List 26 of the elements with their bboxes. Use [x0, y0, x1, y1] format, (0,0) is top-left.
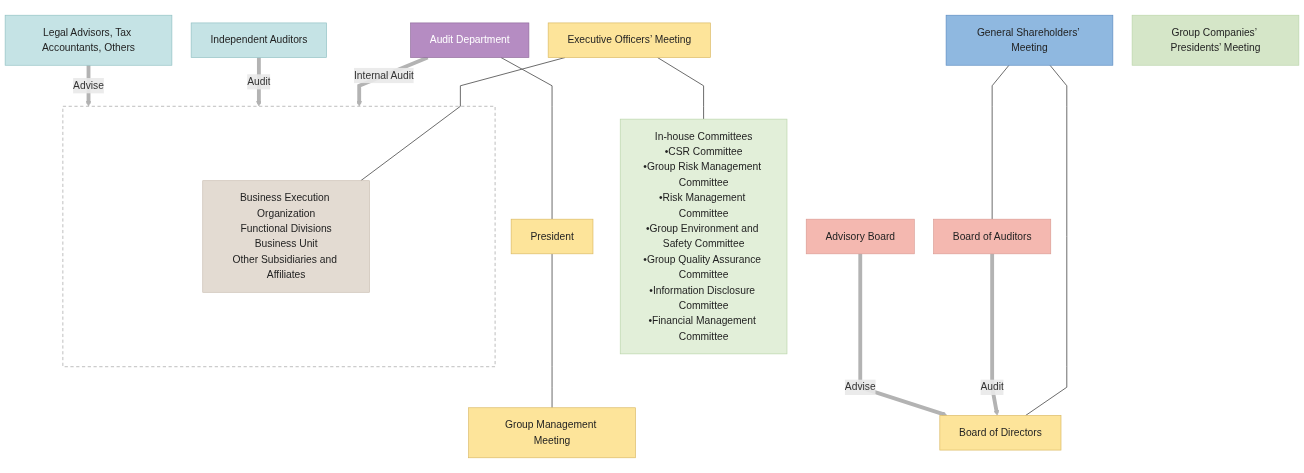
node-box: Independent Auditors [190, 22, 327, 58]
edge-label: Audit [980, 381, 1004, 393]
connector [1025, 64, 1068, 416]
edge-label: Advise [844, 381, 876, 393]
connector [500, 57, 553, 220]
edge-label: Audit [247, 76, 271, 88]
connector [991, 64, 1010, 220]
node-box: President [510, 218, 594, 255]
node-box: Board of Directors [939, 415, 1062, 451]
arrow [858, 253, 948, 417]
node-box: Group Management Meeting [468, 407, 636, 459]
cluster [62, 105, 496, 368]
edge-label: Advise [73, 80, 104, 91]
connector [551, 253, 553, 409]
node-box: Legal Advisors, Tax Accountants, Others [4, 14, 173, 66]
node-box: Group Companies’ Presidents’ Meeting [1131, 14, 1300, 66]
node-box: Executive Officers’ Meeting [547, 22, 711, 58]
node-box: Audit Department [410, 22, 530, 58]
node-box: Business Execution Organization Functional Divisions Business Unit Other Subsidiaries and Affiliates [202, 180, 370, 293]
node-box: Board of Auditors [933, 218, 1052, 255]
edge-label: Internal Audit [354, 69, 414, 81]
arrow [990, 253, 1000, 416]
node-box: General Shareholders’ Meeting [945, 14, 1114, 66]
connector [657, 57, 705, 120]
node-box: Advisory Board [805, 218, 915, 255]
node-box: In-house Committees •CSR Committee •Group Risk Management Committee •Risk Management Committee •Group Environment and Safety Committee •Group Quality Assurance Committee •Information Disclosure Committee •Financial Management Committee [619, 118, 788, 355]
